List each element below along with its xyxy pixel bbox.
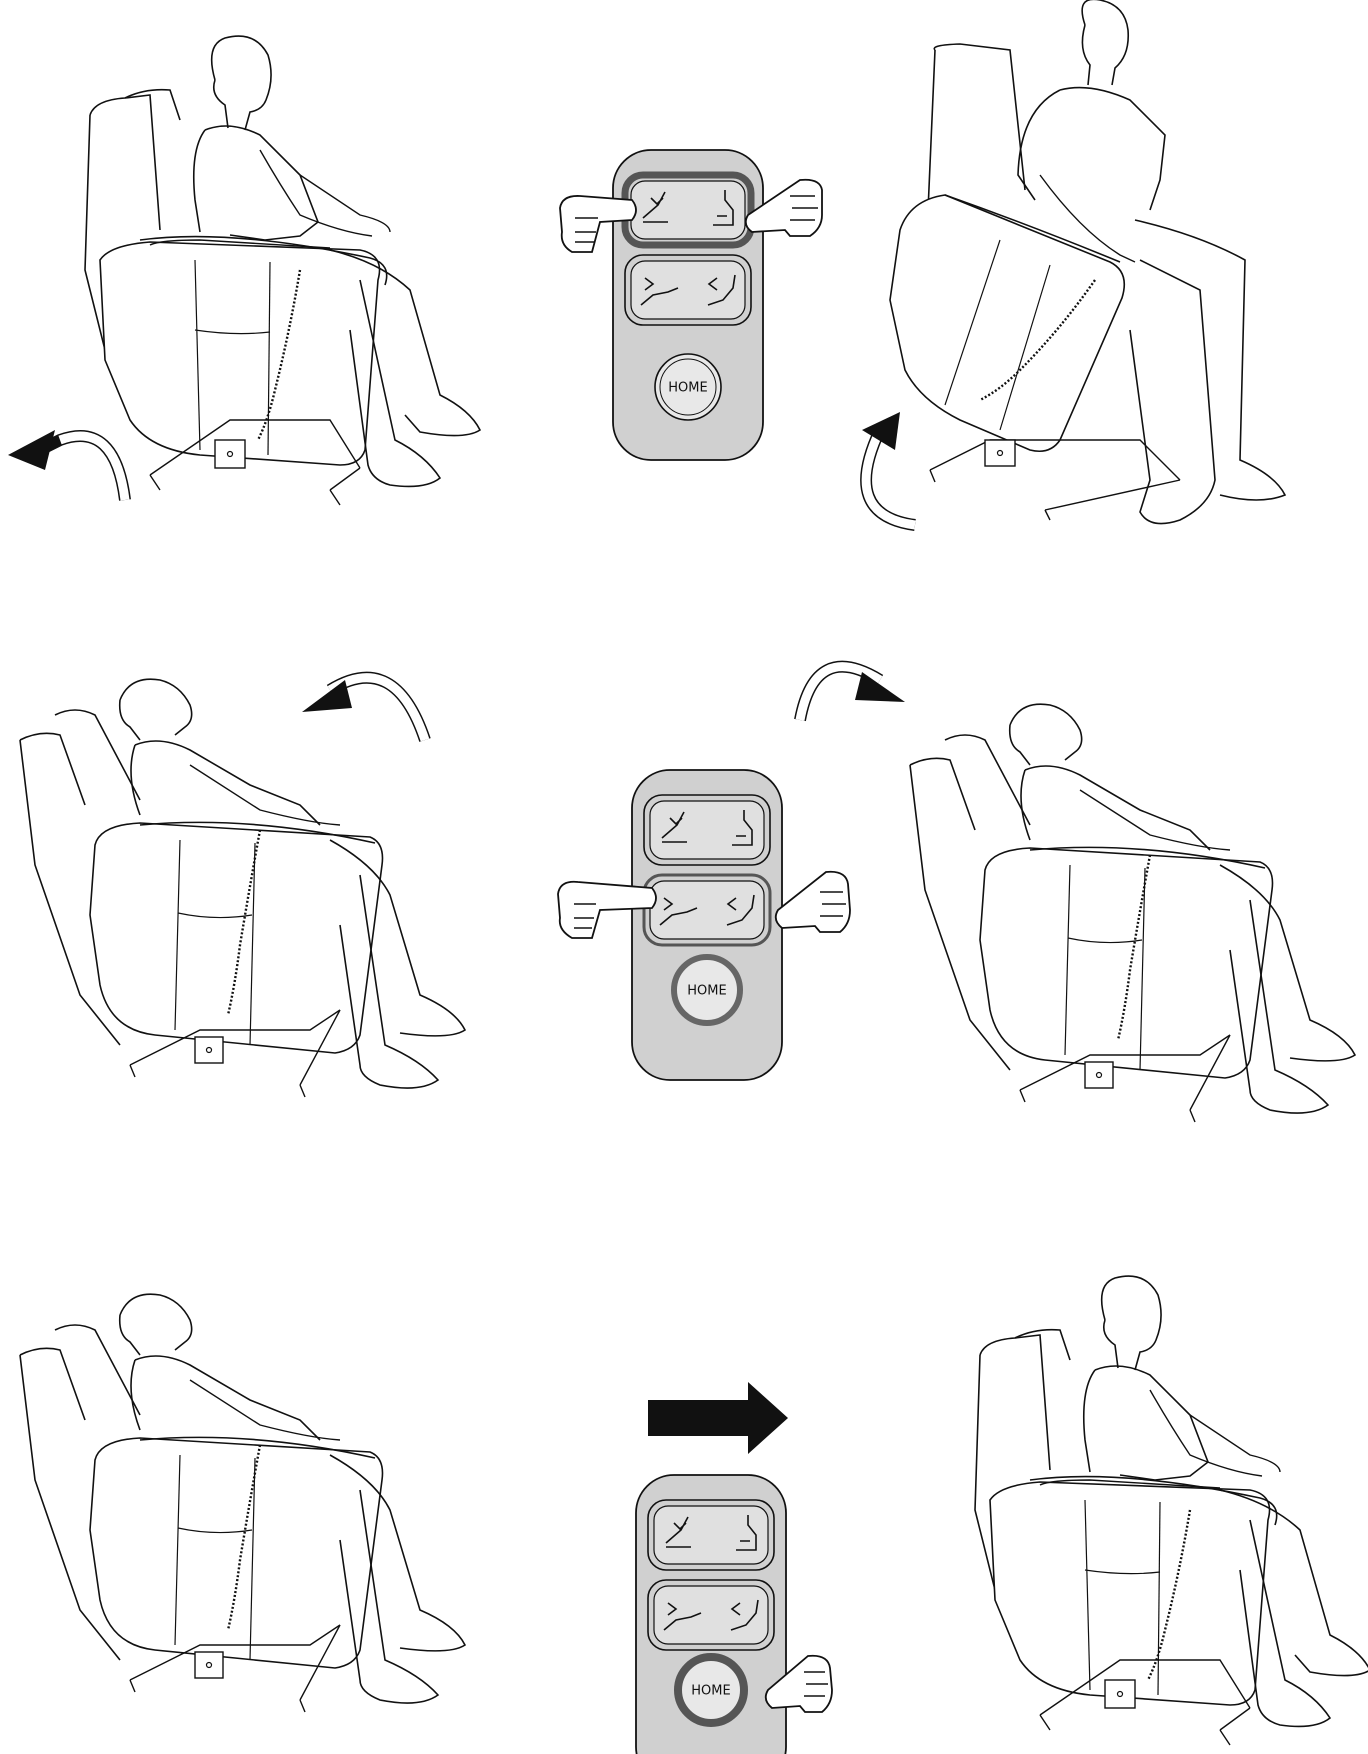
row1-right-figure (890, 0, 1285, 524)
row1-left-figure (85, 36, 480, 505)
arrow-head-icon (8, 430, 55, 470)
row3-left-figure (20, 1294, 465, 1712)
arrow-head-icon (302, 680, 352, 712)
remote-control: HOME (613, 150, 763, 460)
row3-right-figure (975, 1276, 1368, 1745)
hand-pointing-icon (776, 872, 850, 932)
curved-arrow-icon (40, 436, 125, 500)
home-label: HOME (687, 984, 726, 999)
home-label: HOME (691, 1684, 730, 1699)
home-label: HOME (668, 381, 707, 396)
row2-left-figure (20, 679, 465, 1097)
solid-arrow-icon (648, 1382, 788, 1454)
remote-control: HOME (632, 770, 782, 1080)
remote-control: HOME (636, 1475, 786, 1754)
row2-right-figure (910, 704, 1355, 1122)
